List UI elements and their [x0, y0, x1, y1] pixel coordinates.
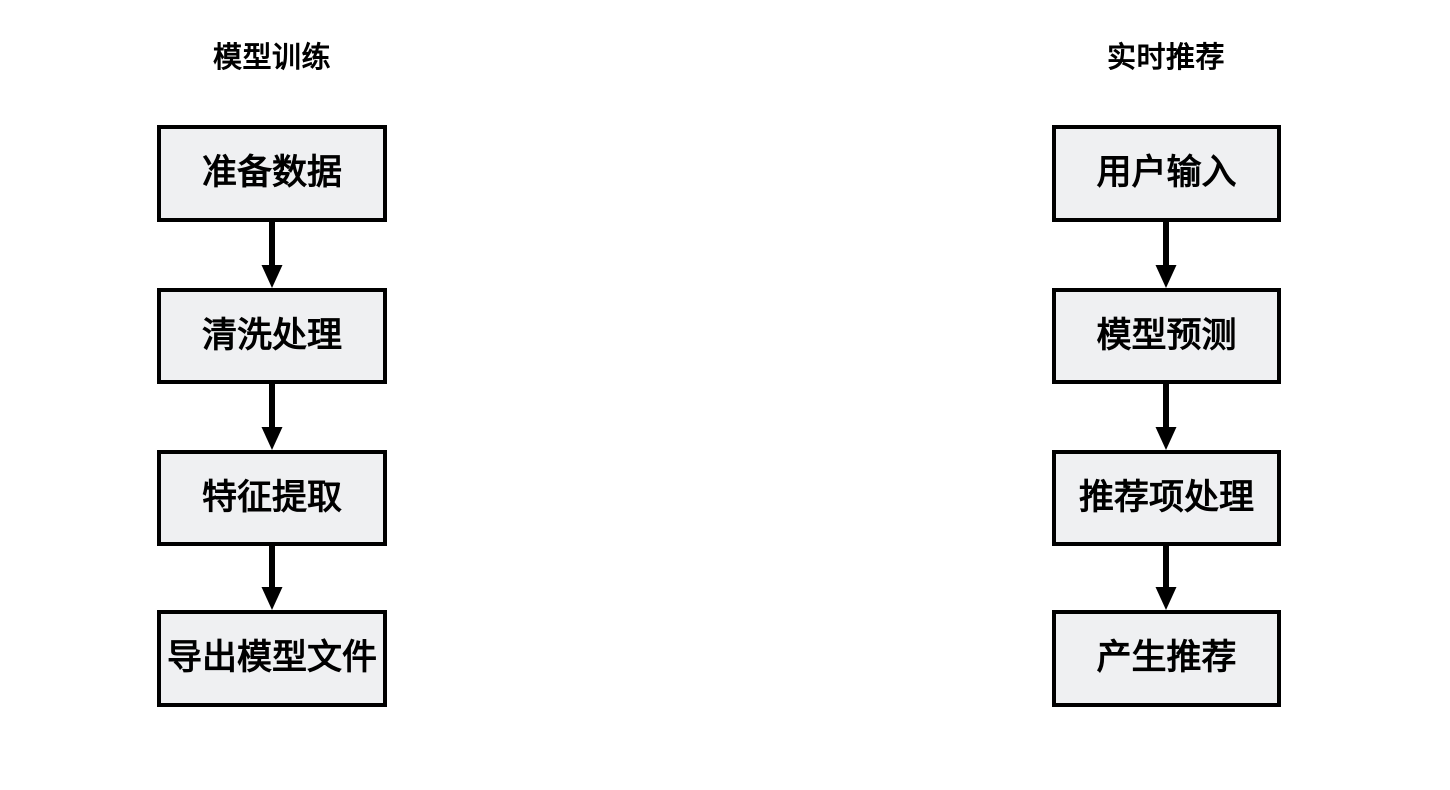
node-label-model-predict: 模型预测: [1096, 315, 1237, 356]
node-feature-extract[interactable]: 特征提取: [157, 450, 387, 546]
node-user-input[interactable]: 用户输入: [1052, 125, 1281, 222]
node-label-produce-recommendation: 产生推荐: [1096, 638, 1237, 678]
column-header-model-training: 模型训练: [212, 40, 332, 74]
arrow-prepare-data-to-clean-process: [260, 222, 284, 288]
node-recommend-item-process[interactable]: 推荐项处理: [1052, 450, 1281, 546]
node-label-recommend-item-process: 推荐项处理: [1078, 477, 1254, 518]
node-export-model-file[interactable]: 导出模型文件: [157, 610, 387, 707]
arrow-recommend-item-process-to-produce-recommendation: [1154, 546, 1178, 610]
node-label-feature-extract: 特征提取: [201, 477, 342, 518]
node-model-predict[interactable]: 模型预测: [1052, 288, 1281, 384]
node-label-export-model-file: 导出模型文件: [166, 638, 377, 678]
arrow-clean-process-to-feature-extract: [260, 384, 284, 450]
node-prepare-data[interactable]: 准备数据: [157, 125, 387, 222]
node-label-user-input: 用户输入: [1096, 153, 1237, 193]
node-label-clean-process: 清洗处理: [201, 315, 342, 356]
node-clean-process[interactable]: 清洗处理: [157, 288, 387, 384]
node-label-prepare-data: 准备数据: [201, 153, 342, 193]
arrow-user-input-to-model-predict: [1154, 222, 1178, 288]
arrow-model-predict-to-recommend-item-process: [1154, 384, 1178, 450]
node-produce-recommendation[interactable]: 产生推荐: [1052, 610, 1281, 707]
column-header-realtime-recommendation: 实时推荐: [1106, 40, 1226, 74]
arrow-feature-extract-to-export-model-file: [260, 546, 284, 610]
